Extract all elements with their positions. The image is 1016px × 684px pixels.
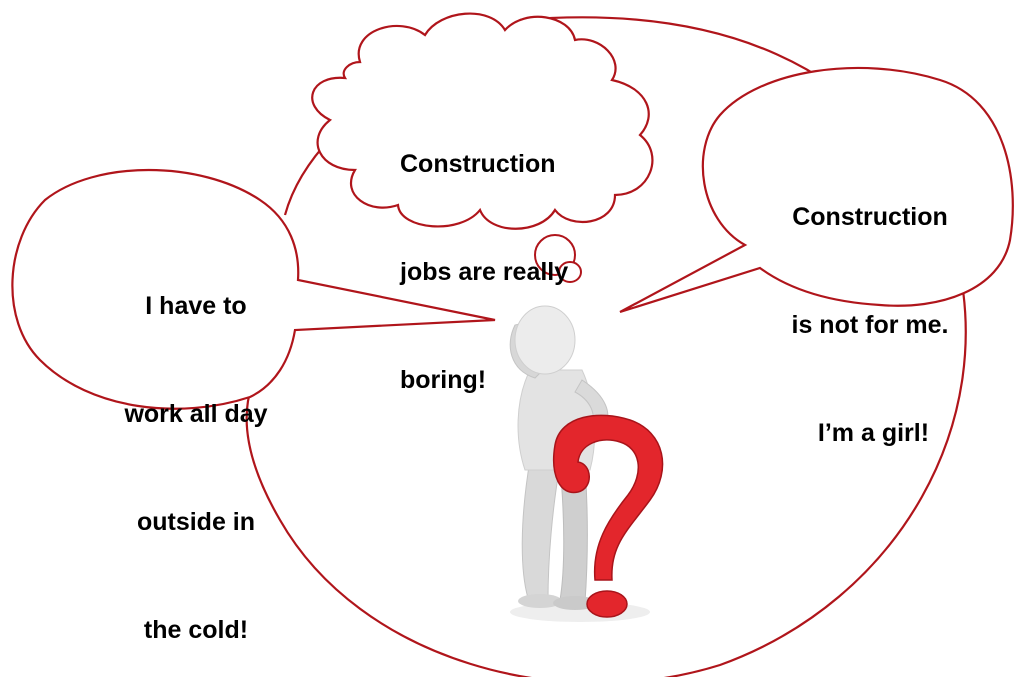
left-line: work all day — [124, 400, 268, 428]
left-line: the cold! — [143, 616, 249, 644]
thinking-person-with-question-mark-icon — [509, 305, 664, 622]
right-line: Construction — [792, 203, 948, 231]
left-line: outside in — [136, 508, 256, 536]
thought-line: boring! — [400, 366, 487, 394]
left-bubble-text: I have to work all day outside in the co… — [96, 216, 296, 684]
left-speech-bubble — [11, 168, 496, 410]
thought-cloud-bubble — [311, 12, 654, 230]
thought-line: Construction — [400, 150, 556, 178]
thought-line: jobs are really — [400, 258, 569, 286]
thought-trail-small-circle — [558, 261, 582, 283]
thought-bubble-text: Construction jobs are really boring! — [400, 74, 568, 434]
right-speech-bubble — [619, 66, 1014, 314]
left-line: I have to — [145, 292, 247, 320]
right-line: I’m a girl! — [810, 419, 930, 447]
right-line: is not for me. — [791, 311, 949, 339]
right-bubble-text: Construction is not for me. I’m a girl! — [760, 127, 980, 487]
